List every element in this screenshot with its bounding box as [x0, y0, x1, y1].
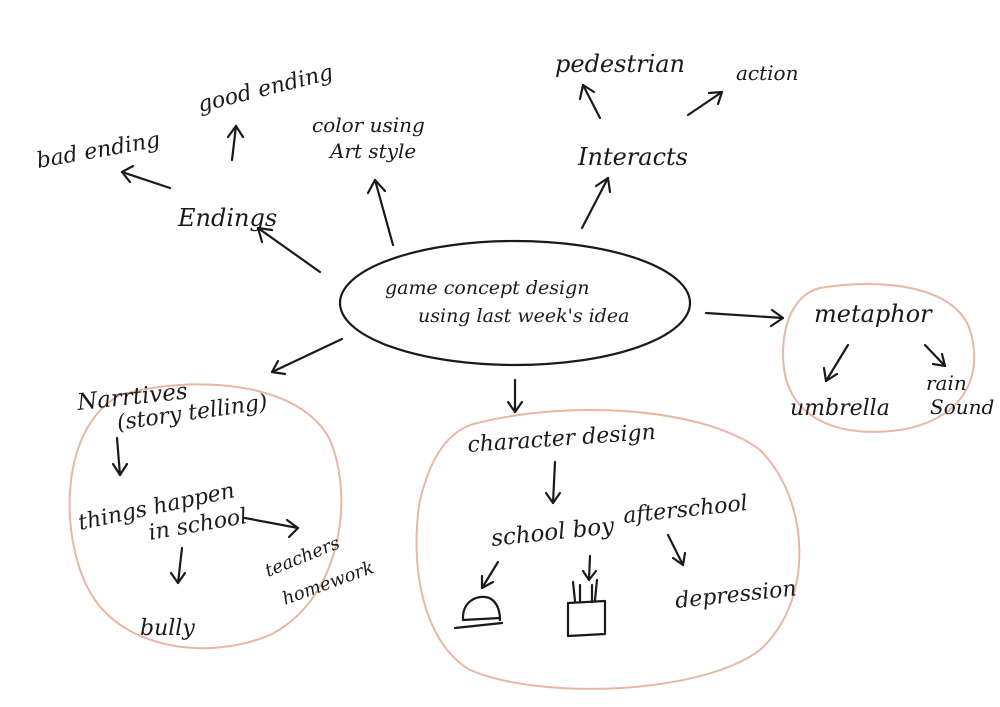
narratives-cluster-circle: [68, 383, 343, 650]
connector-narratives: [270, 337, 344, 376]
metaphor-cluster-circle: [782, 283, 976, 433]
depression-label: depression: [674, 576, 798, 614]
connector-interacts: [580, 176, 612, 230]
connector-art: [366, 178, 395, 247]
connector-depression: [666, 533, 687, 567]
metaphor-label: metaphor: [814, 300, 933, 328]
center-title-line2: using last week's idea: [418, 305, 629, 327]
connector-schoolboy: [544, 460, 562, 505]
connector-hat: [480, 560, 500, 590]
art-label-line1: color using: [312, 113, 425, 137]
connector-bad-ending: [120, 164, 172, 190]
connector-bully: [169, 546, 187, 585]
art-label-line2: Art style: [328, 139, 416, 163]
character-cluster-circle: [415, 409, 801, 690]
rain-label-line2: Sound: [930, 395, 994, 419]
center-title-line1: game concept design: [385, 277, 589, 299]
bad-ending-label: bad ending: [35, 128, 162, 174]
pedestrian-label: pedestrian: [555, 50, 685, 78]
umbrella-label: umbrella: [790, 396, 890, 421]
hat-sketch-icon: [453, 595, 504, 630]
connector-rain: [923, 343, 947, 368]
character-design-label: character design: [467, 420, 657, 458]
connector-endings: [256, 226, 322, 274]
connector-umbrella: [822, 343, 850, 383]
interacts-label: Interacts: [577, 143, 688, 171]
action-label: action: [736, 61, 798, 85]
connector-metaphor: [704, 308, 785, 328]
good-ending-label: good ending: [195, 60, 335, 118]
connector-teachers: [243, 516, 300, 539]
connector-school: [111, 436, 129, 477]
endings-label: Endings: [177, 204, 277, 232]
afterschool-label: afterschool: [622, 491, 749, 529]
schoolboy-label: school boy: [490, 513, 616, 552]
backpack-sketch-icon: [566, 578, 607, 638]
connector-good-ending: [226, 124, 245, 162]
rain-label-line1: rain: [926, 371, 967, 395]
connector-character: [506, 378, 524, 414]
connector-pedestrian: [578, 83, 602, 120]
connector-backpack: [581, 554, 598, 582]
bully-label: bully: [140, 616, 195, 641]
connector-action: [686, 90, 724, 117]
center-ellipse: [338, 239, 692, 367]
